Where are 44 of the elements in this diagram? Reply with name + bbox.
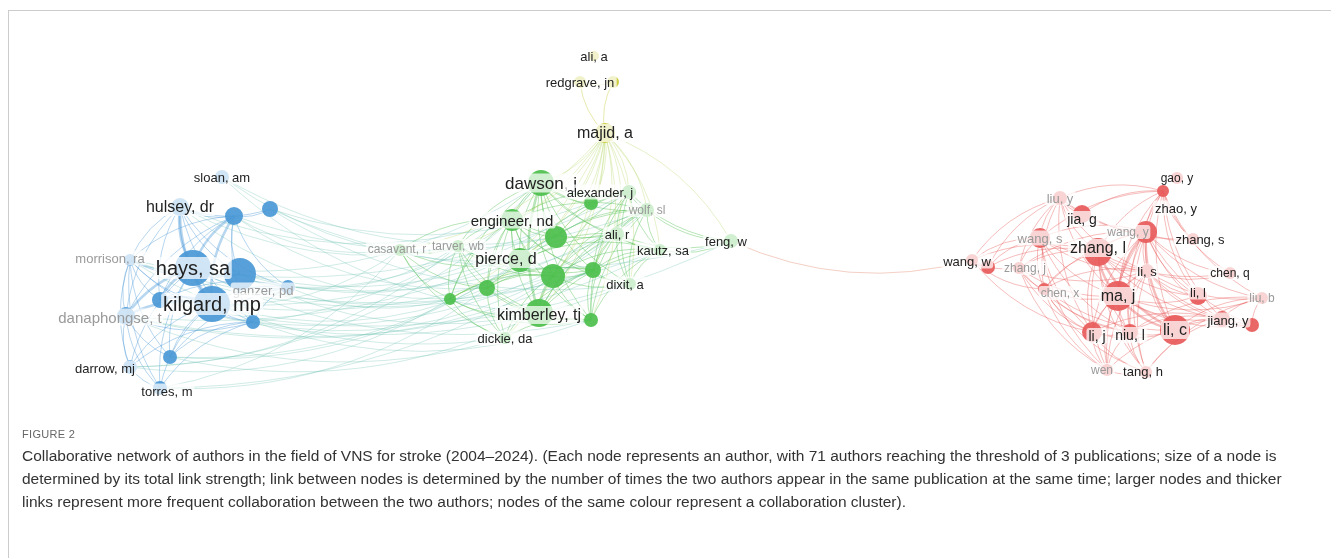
figure-caption: Collaborative network of authors in the field of VNS for stroke (2004–2024). (Each node represents an author, with 71 authors reaching the threshold of 3 publications; size of a node is determined by its total link strength; link between nodes is determined by the number of times the two authors appear in the same publication at the same time; larger nodes and thicker links represent more frequent collaboration between the two authors; nodes of the same colour represent a collaboration cluster).: [22, 446, 1283, 512]
author-label: zhao, y: [1153, 200, 1199, 216]
author-label: chen, q: [1208, 266, 1252, 280]
author-label: torres, m: [139, 383, 195, 399]
author-label: jia, g: [1065, 211, 1099, 227]
author-label: zhang, s: [1173, 231, 1227, 247]
author-label: jiang, y: [1205, 312, 1251, 328]
author-label: gao, y: [1158, 171, 1196, 185]
author-label: sloan, am: [191, 169, 253, 185]
author-label: engineer, nd: [468, 211, 556, 229]
author-label: tarver, wb: [430, 239, 486, 253]
author-label: zhang, j: [1002, 261, 1048, 275]
author-label: majid, a: [575, 124, 635, 142]
author-label: tang, h: [1121, 363, 1165, 379]
author-label: darrow, mj: [73, 360, 137, 376]
author-label: danaphongse, t: [56, 308, 164, 326]
author-label: li, l: [1188, 284, 1208, 300]
author-label: niu, l: [1113, 327, 1147, 343]
author-label: hays, sa: [153, 257, 233, 279]
author-label: li, s: [1135, 263, 1159, 279]
author-label: wang, y: [1105, 225, 1151, 239]
author-label: feng, w: [703, 233, 749, 249]
author-label: pierce, d: [473, 250, 539, 268]
figure-number: FIGURE 2: [22, 428, 76, 440]
author-label: li, j: [1086, 328, 1108, 344]
author-label: wang, w: [941, 253, 993, 269]
author-label: chen, x: [1038, 286, 1082, 300]
author-label: ali, r: [602, 226, 632, 242]
author-label: casavant, r: [365, 242, 429, 256]
author-label: li, c: [1161, 321, 1189, 339]
author-label: liu, b: [1247, 291, 1277, 305]
author-label: redgrave, jn: [543, 74, 617, 90]
author-label: wolf, sl: [626, 203, 668, 217]
author-label: ali, a: [578, 48, 610, 64]
author-label: dixit, a: [604, 276, 646, 292]
author-label: ma, j: [1098, 287, 1138, 305]
author-label: zhang, l: [1068, 239, 1128, 257]
author-label: dickie, da: [475, 330, 535, 346]
author-label: wen: [1089, 363, 1115, 377]
author-label: liu, y: [1044, 190, 1076, 206]
author-label: wang, s: [1015, 230, 1065, 246]
author-label: kimberley, tj: [494, 306, 584, 324]
author-label: morrison, ra: [73, 250, 147, 266]
author-label: kautz, sa: [635, 242, 691, 258]
